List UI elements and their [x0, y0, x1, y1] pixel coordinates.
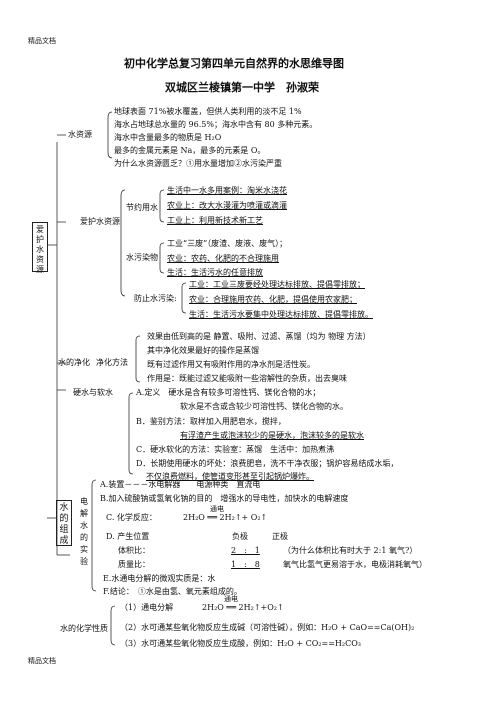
wr-line-2: 海水占地球总水量的 96.5%；海水中含有 80 多种元素。: [114, 120, 318, 129]
node-pollutants: 水污染物: [126, 253, 158, 262]
node-save-water: 节约用水: [126, 203, 158, 212]
wr-line-4: 最多的金属元素是 Na，最多的元素是 O。: [114, 146, 266, 155]
wr-line-3: 海水中含量最多的物质是 H₂O: [114, 133, 222, 142]
elec-negative: 负极: [232, 532, 248, 541]
elec-b: B.加入硫酸钠或氢氧化钠的目的 增强水的导电性，加快水的电解速度: [100, 494, 349, 503]
elec-positive: 正极: [272, 532, 288, 541]
elec-volume-note: （为什么体积比有时大于 2:1 氧气?）: [283, 546, 418, 555]
elec-mass-value: 1 : 8: [231, 560, 260, 569]
pre-line-1: 工业：工业三废要经处理达标排放、提倡零排放；: [189, 280, 365, 289]
wr-line-1: 地球表面 71%被水覆盖，但供人类利用的淡不足 1%: [114, 107, 302, 116]
save-line-3: 工业上：利用新技术新工艺: [167, 216, 263, 225]
node-protect: 爱护水资源: [80, 217, 120, 226]
page-title: 初中化学总复习第四单元自然界的水思维导图: [124, 57, 344, 70]
prop-1-equation: 2H₂O ══ 2H₂↑+O₂↑: [202, 603, 284, 612]
pol-line-3: 生活：生活污水的任意排放: [167, 268, 263, 277]
node-purify: 水的净化: [58, 358, 90, 367]
elec-volume-label: 体积比：: [118, 546, 150, 555]
method-line-1: 效果由低到高的是 静置、吸附、过滤、蒸馏（均为 物理 方法）: [147, 332, 371, 341]
elec-c-equation: 2H₂O ══ 2H₂↑+ O₂↑: [183, 513, 268, 522]
node-method: 净化方法: [96, 358, 128, 367]
author: 双城区兰棱镇第一中学 孙淑荣: [165, 81, 319, 94]
hard-a-1: A.定义 硬水是含有较多可溶性钙、镁化合物的水；: [136, 388, 321, 397]
elec-volume-value: 2 : 1: [231, 546, 260, 555]
save-line-1: 生活中一水多用案例：淘米水浇花: [167, 186, 287, 195]
root-box-protect: 爱护水资源: [32, 222, 48, 274]
hard-b-1: B．鉴别方法：取样加入用肥皂水，搅拌，: [136, 417, 286, 426]
save-line-2: 农业上：改大水漫灌为喷灌或滴灌: [167, 201, 287, 210]
hard-d-2: 不仅浪费燃料，使管道变形甚至引起锅炉爆炸。: [146, 472, 314, 481]
prop-1-label: （1）通电分解: [120, 603, 174, 612]
pre-line-3: 生活：生活污水要集中处理达标排放、提倡零排放。: [189, 310, 373, 319]
hard-d-1: D．长期使用硬水的坏处：浪费肥皂，洗不干净衣服；锅炉容易结成水垢，: [136, 459, 399, 468]
root-box-label: 水的组成: [59, 503, 69, 546]
prop-2: （2）水可通某些氧化物反应生成碱（可溶性碱），例如：H₂O + CaO==Ca(…: [120, 623, 415, 632]
elec-c-condition: 通电: [210, 505, 224, 513]
elec-f: F.结论： ①水是由氢、氧元素组成的。: [103, 587, 242, 596]
elec-e: E.水通电分解的微观实质是：水: [103, 574, 216, 583]
elec-d-label: D. 产生位置: [106, 532, 150, 541]
method-line-4: 作用是：既能过滤又能吸附一些溶解性的杂质，出去臭味: [147, 374, 347, 383]
node-prevent: 防止水污染:: [134, 294, 177, 303]
node-properties: 水的化学性质: [60, 624, 108, 633]
pre-line-2: 农业：合理施用农药、化肥，提倡使用农家肥；: [189, 295, 357, 304]
pol-line-2: 农业：农药、化肥的不合理施用: [167, 254, 279, 263]
root-box-composition: 水的组成: [56, 500, 72, 546]
node-hard-soft: 硬水与软水: [73, 388, 113, 397]
elec-mass-label: 质量比：: [118, 560, 150, 569]
watermark-top: 精品文档: [28, 37, 56, 45]
hard-b-2: 有浮渣产生或泡沫较少的是硬水，泡沫较多的是软水: [180, 431, 364, 440]
node-water-resources: 水资源: [68, 130, 92, 139]
prop-3: （3）水可通某些氧化物反应生成酸，例如：H₂O + CO₂==H₂CO₃: [120, 639, 361, 648]
elec-a: A.装置－－－水电解器 电源种类 直流电: [100, 480, 261, 489]
elec-c-label: C. 化学反应：: [106, 513, 157, 522]
hard-a-2: 软水是不含或含较少可溶性钙、镁化合物的水。: [180, 402, 348, 411]
prop-1-condition: 通电: [224, 595, 238, 603]
root-box-label: 爱护水资源: [36, 225, 44, 274]
method-line-3: 既有过滤作用又有吸附作用的净水剂是活性炭。: [147, 360, 315, 369]
hard-c: C．硬水软化的方法：实验室：蒸馏 生活中：加热煮沸: [136, 445, 335, 454]
pol-line-1: 工业“三废”（废渣、废液、废气）；: [167, 239, 288, 248]
elec-mass-note: 氧气比氢气更易溶于水，电极消耗氧气）: [283, 560, 427, 569]
node-electrolysis: 电解水的实验: [80, 497, 88, 566]
wr-line-5: 为什么水资源匮乏？①用水量增加②水污染严重: [114, 159, 282, 168]
method-line-2: 其中净化效果最好的操作是蒸馏: [147, 346, 259, 355]
watermark-bottom: 精品文档: [28, 657, 56, 665]
